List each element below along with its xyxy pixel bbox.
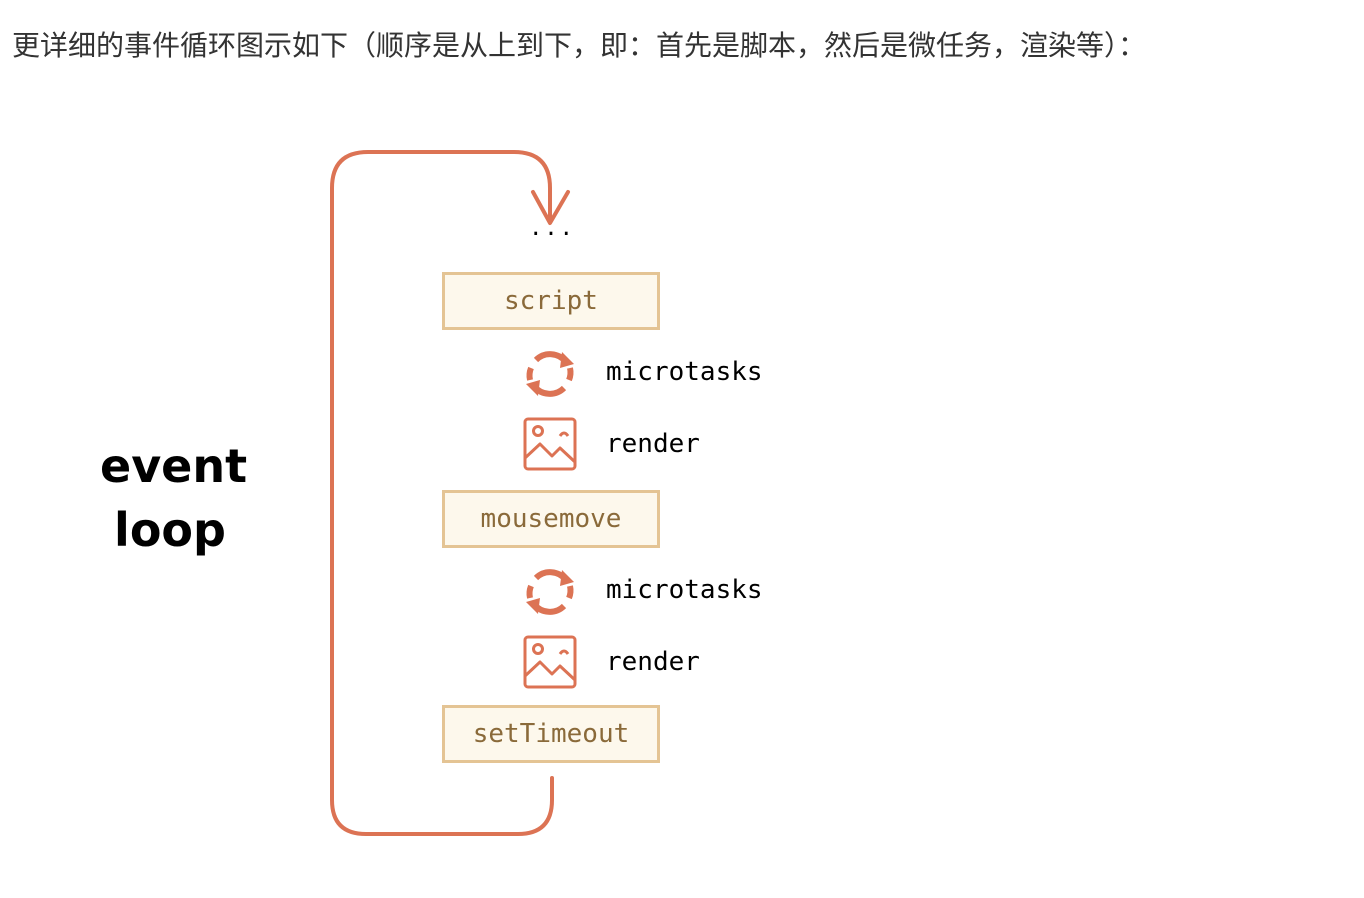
task-box-script: script: [442, 272, 660, 330]
step-label-render: render: [606, 429, 700, 459]
event-loop-label-line1: event: [100, 439, 248, 493]
task-box-settimeout: setTimeout: [442, 705, 660, 763]
loop-arrowhead-icon: [531, 190, 570, 225]
step-label-microtasks: microtasks: [606, 357, 763, 387]
image-picture-icon: [523, 635, 577, 689]
loop-path: [330, 150, 554, 836]
refresh-cycle-icon: [526, 351, 574, 397]
event-loop-label: event loop: [100, 434, 248, 562]
refresh-cycle-icon: [526, 569, 574, 615]
task-label: script: [504, 286, 598, 316]
task-box-mousemove: mousemove: [442, 490, 660, 548]
intro-text: 更详细的事件循环图示如下（顺序是从上到下，即：首先是脚本，然后是微任务，渲染等）…: [12, 29, 1147, 62]
task-label: mousemove: [480, 504, 622, 534]
step-label-render: render: [606, 647, 700, 677]
event-loop-label-line2: loop: [114, 503, 226, 557]
step-label-microtasks: microtasks: [606, 575, 763, 605]
ellipsis: ...: [529, 216, 575, 241]
image-picture-icon: [523, 417, 577, 471]
task-label: setTimeout: [472, 719, 630, 749]
